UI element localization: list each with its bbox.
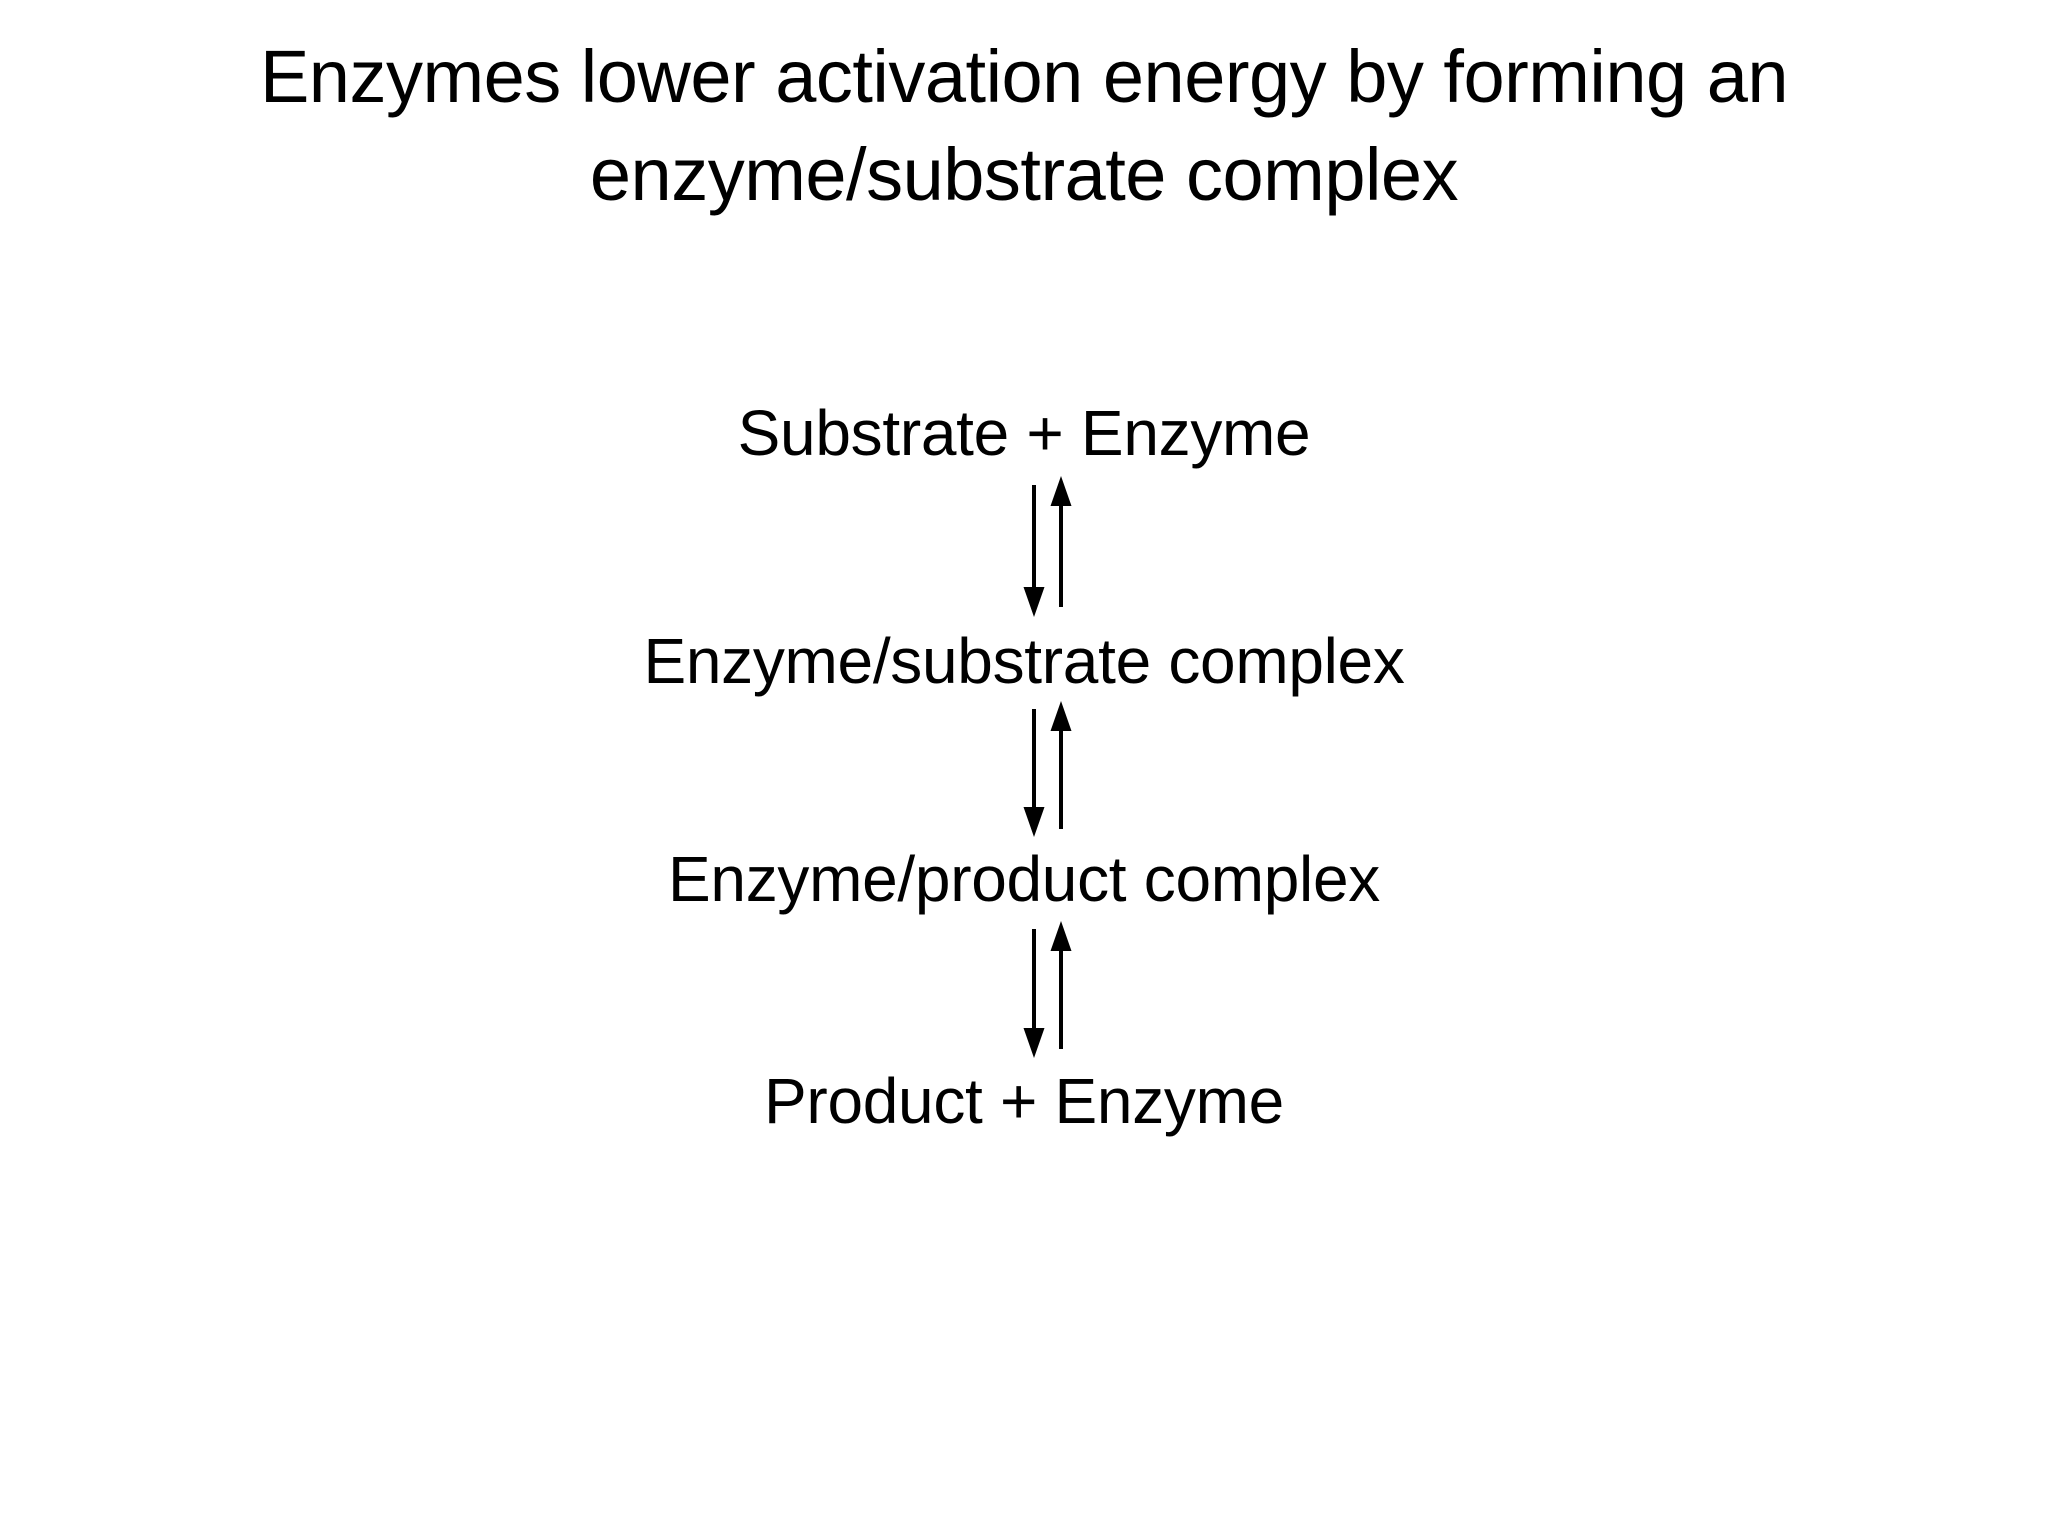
chain-step-product-plus-enzyme: Product + Enzyme [0, 1063, 2048, 1139]
page-title: Enzymes lower activation energy by formi… [259, 35, 1789, 217]
step-label-enzyme-substrate-complex: Enzyme/substrate complex [643, 625, 1405, 697]
double-arrow-icon [1023, 701, 1072, 837]
double-arrow-icon [1023, 921, 1072, 1058]
double-arrow-icon [1023, 476, 1072, 617]
up-arrow-icon [1050, 476, 1072, 607]
step-label-enzyme-product-complex: Enzyme/product complex [668, 843, 1380, 915]
chain-step-substrate-plus-enzyme: Substrate + Enzyme [0, 395, 2048, 471]
equilibrium-arrow-pair-1 [0, 471, 2048, 623]
down-arrow-icon [1023, 709, 1045, 837]
step-label-substrate-plus-enzyme: Substrate + Enzyme [737, 397, 1311, 469]
down-arrow-icon [1023, 929, 1045, 1058]
step-label-product-plus-enzyme: Product + Enzyme [764, 1065, 1284, 1137]
reaction-chain-diagram: Substrate + Enzyme Enzyme/substrate comp… [0, 395, 2048, 1139]
down-arrow-icon [1023, 485, 1045, 617]
up-arrow-icon [1050, 701, 1072, 829]
up-arrow-icon [1050, 921, 1072, 1049]
equilibrium-arrow-pair-2 [0, 699, 2048, 841]
chain-step-enzyme-substrate-complex: Enzyme/substrate complex [0, 623, 2048, 699]
chain-step-enzyme-product-complex: Enzyme/product complex [0, 841, 2048, 917]
equilibrium-arrow-pair-3 [0, 917, 2048, 1063]
